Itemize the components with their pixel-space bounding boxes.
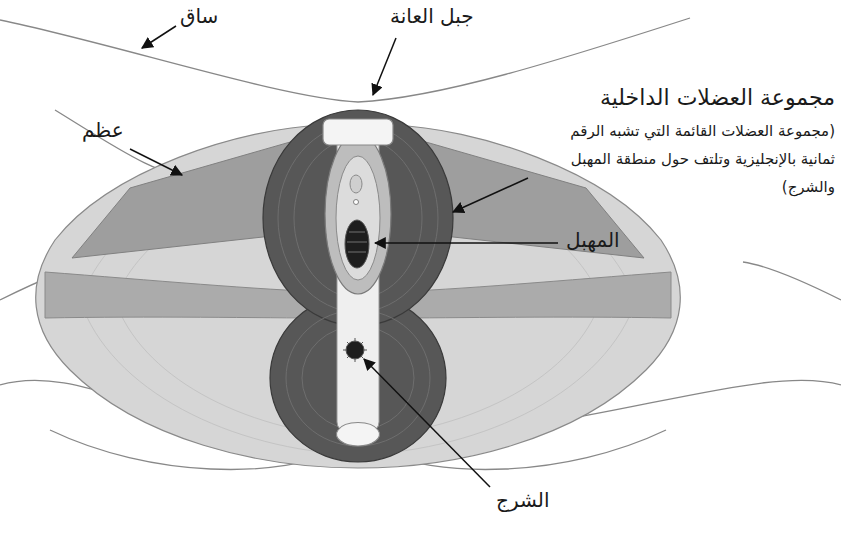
leader-line	[130, 149, 182, 175]
leg-outline	[0, 18, 690, 102]
part-label: جبل العانة	[390, 4, 474, 29]
urethra	[354, 200, 359, 205]
leader-line	[373, 38, 396, 95]
vulva	[325, 134, 391, 294]
muscle-striation	[294, 138, 422, 298]
part-label: الشرج	[496, 488, 549, 513]
part-label: المهبل	[566, 228, 620, 253]
figure-eight-muscle	[263, 110, 453, 326]
coccyx	[336, 423, 379, 447]
leader-line	[453, 178, 528, 212]
vulva-inner	[336, 156, 380, 280]
pubic-bone	[323, 119, 393, 145]
leader-line	[375, 242, 558, 244]
vaginal-opening	[345, 220, 369, 268]
group-heading: مجموعة العضلات الداخلية	[600, 84, 835, 112]
part-label: ساق	[180, 4, 218, 29]
thigh-outline	[743, 262, 841, 300]
anal-folds	[343, 338, 367, 362]
clitoris	[350, 175, 362, 193]
group-note: (مجموعة العضلات القائمة التي تشبه الرقم …	[535, 118, 835, 201]
vaginal-folds	[347, 232, 367, 252]
leader-line	[364, 359, 490, 487]
leader-line	[142, 26, 176, 48]
levator-muscle	[36, 125, 681, 468]
part-label: عظم	[82, 118, 124, 143]
muscle-striation	[278, 124, 438, 312]
